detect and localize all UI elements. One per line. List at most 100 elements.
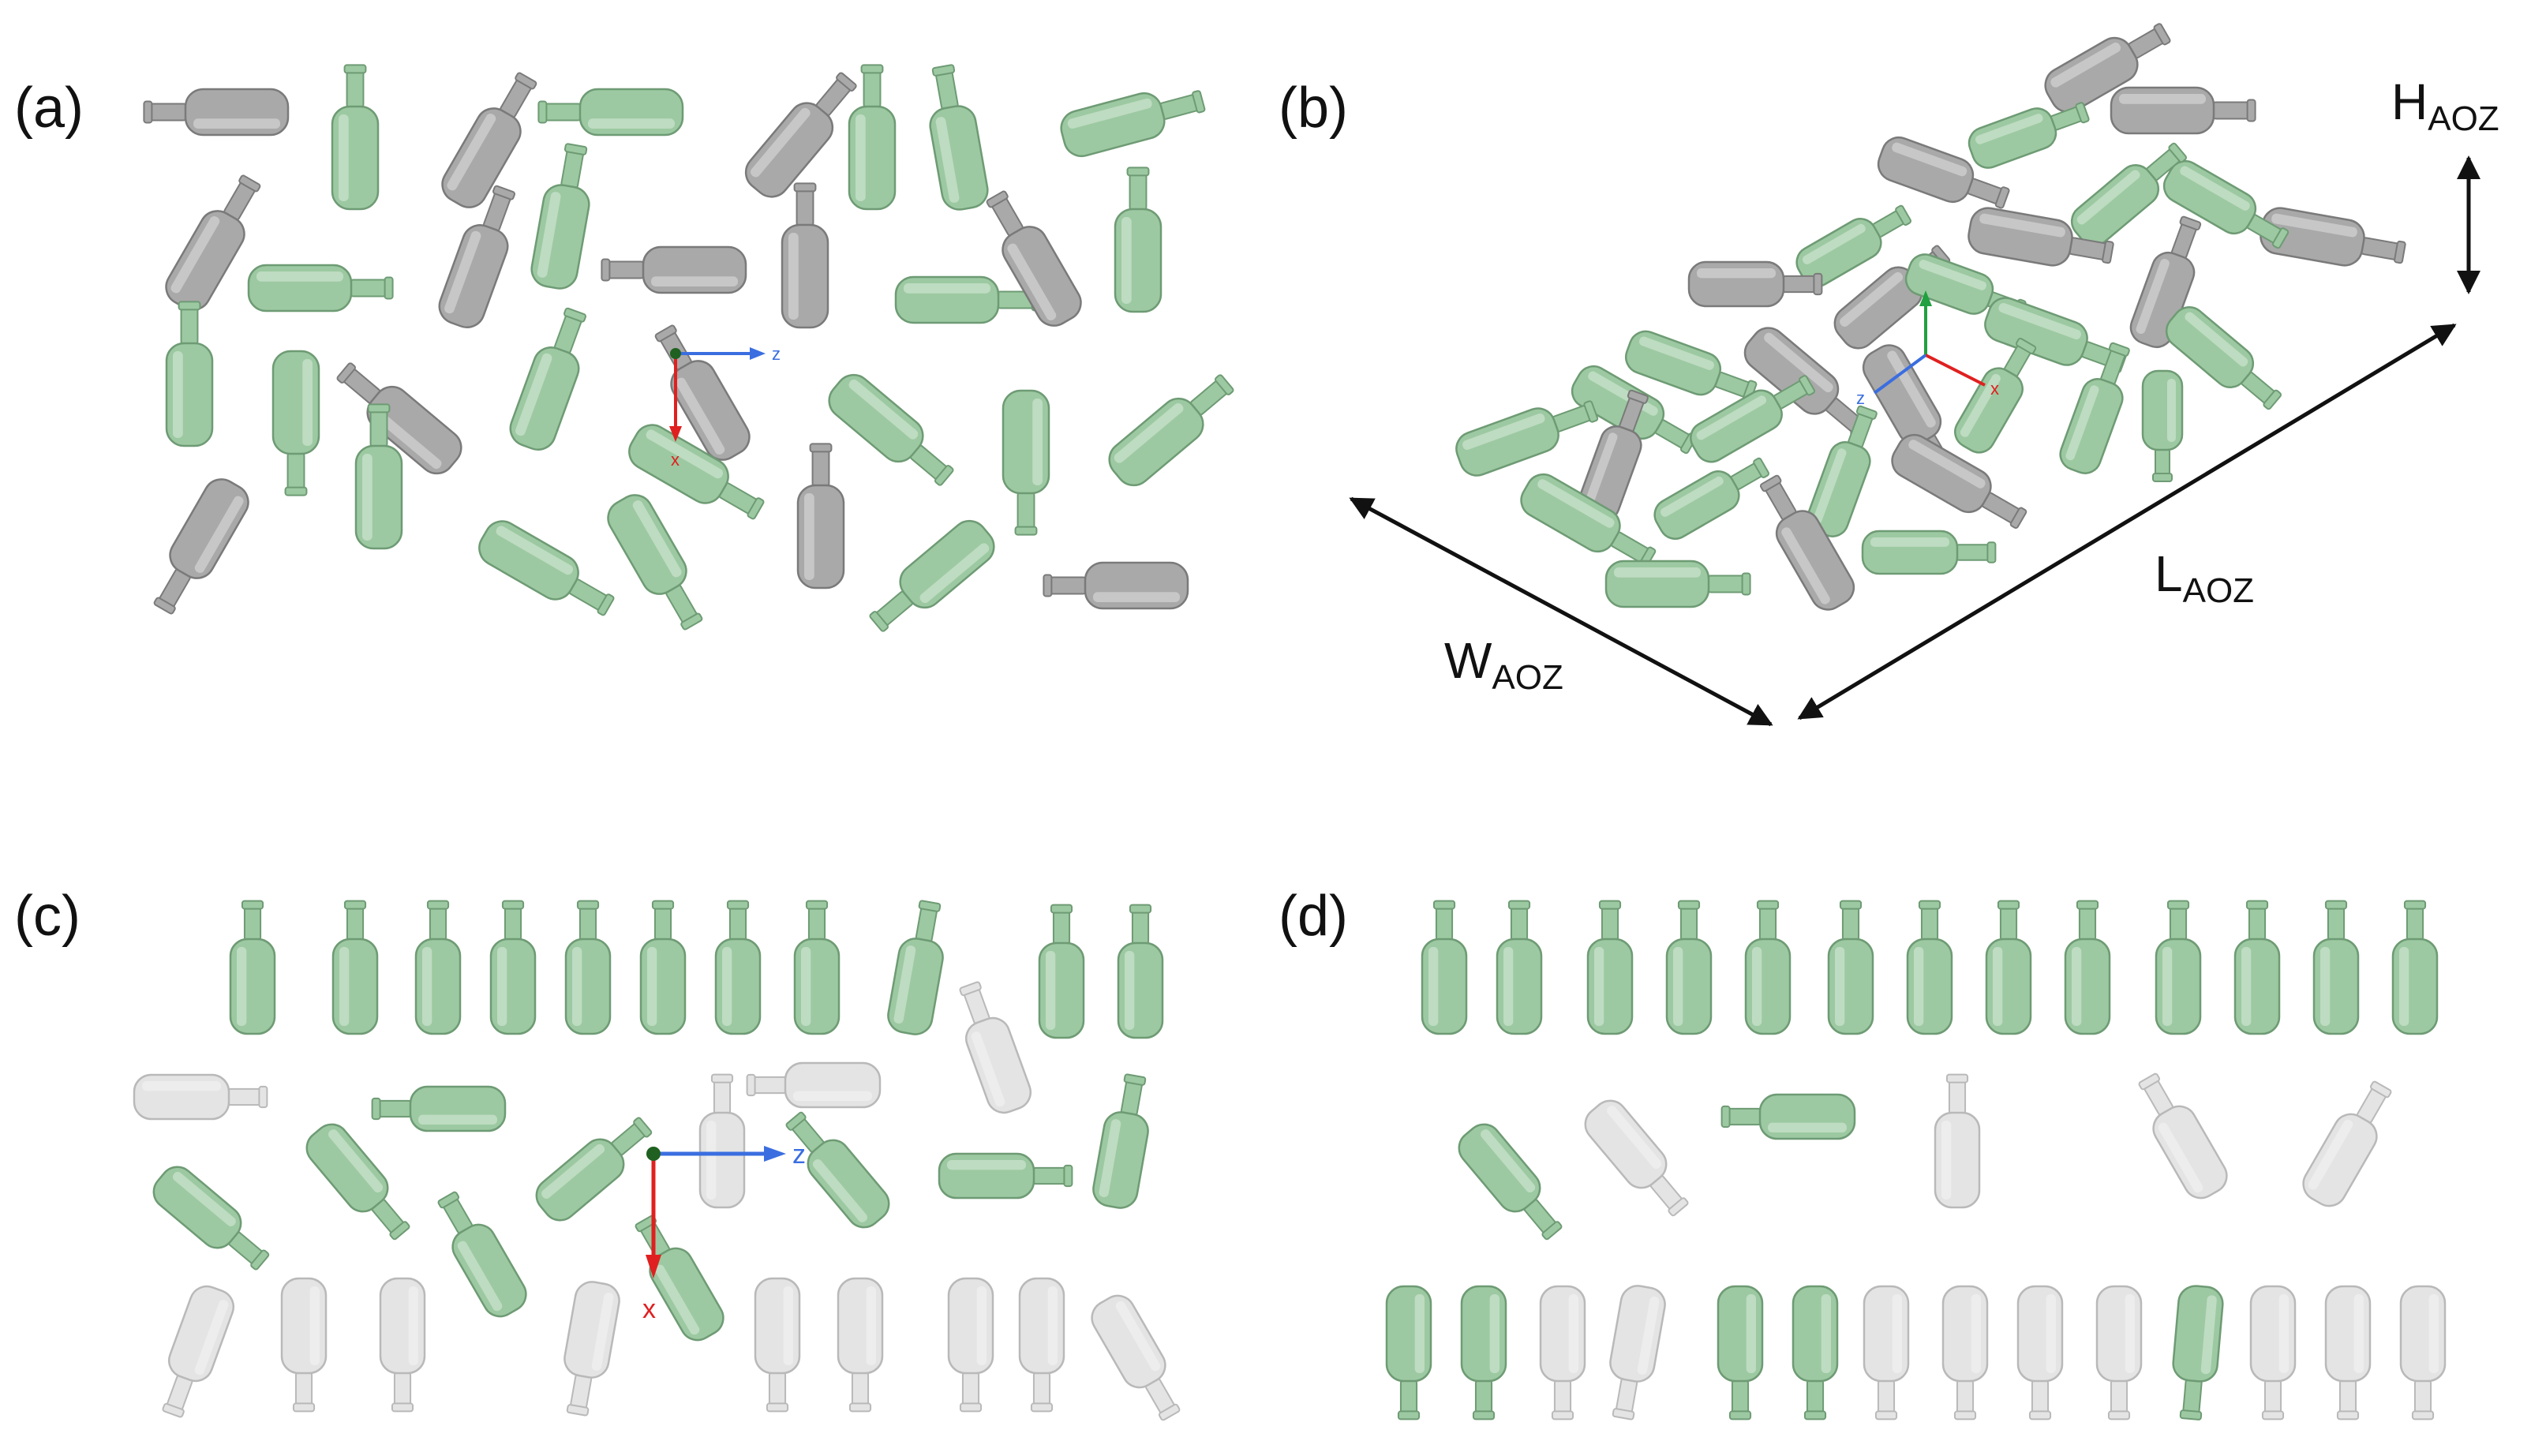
cylinder-part-icon [1665, 900, 1713, 1035]
cylinder-part-icon [2044, 23, 2171, 114]
cylinder-part-icon [331, 900, 379, 1035]
cylinder-part-icon [929, 64, 989, 211]
coordinate-axes-icon-a: x z [669, 344, 781, 470]
cylinder-part-icon [1795, 204, 1911, 287]
cylinder-part-icon [509, 307, 587, 451]
cylinder-part-icon [331, 64, 380, 211]
cylinder-part-icon [152, 1166, 270, 1271]
cylinder-part-icon [2141, 369, 2184, 482]
cylinder-part-icon [1906, 900, 1953, 1035]
cylinder-part-icon [986, 190, 1082, 327]
cylinder-part-icon [1891, 433, 2027, 530]
cylinder-part-icon [848, 64, 897, 211]
cylinder-part-icon [1092, 1073, 1149, 1209]
cylinder-part-icon [793, 900, 841, 1035]
cylinder-part-icon [1421, 900, 1468, 1035]
cylinder-part-icon [828, 373, 954, 486]
cylinder-part-icon [869, 519, 995, 632]
cylinder-part-icon [371, 1085, 507, 1132]
cylinder-part-icon [781, 182, 829, 329]
cylinder-part-icon [796, 443, 845, 590]
cylinder-part-icon [530, 143, 590, 290]
cylinder-part-icon [379, 1277, 426, 1413]
cylinder-part-icon [2249, 1285, 2297, 1420]
coordinate-axes-icon-c: x z [642, 1140, 806, 1324]
cylinder-part-icon [165, 174, 261, 311]
cylinder-part-icon [1385, 1285, 1432, 1420]
cylinder-part-icon [1496, 900, 1543, 1035]
cylinder-part-icon [1108, 374, 1234, 487]
cylinder-part-icon [2312, 900, 2360, 1035]
cylinder-part-icon [563, 1281, 620, 1417]
cylinder-part-icon [2016, 1285, 2064, 1420]
cylinder-part-icon [2233, 900, 2281, 1035]
cylinder-part-icon [1458, 1123, 1563, 1241]
axis-x-glyph-b: x [1990, 379, 1999, 399]
cylinder-part-icon [280, 1277, 328, 1413]
cylinder-part-icon [754, 1277, 801, 1413]
coordinate-axes-icon-b: x z [1856, 290, 1999, 408]
panel-d-parts [1385, 900, 2447, 1420]
cylinder-part-icon [2399, 1285, 2447, 1420]
cylinder-part-icon [1002, 389, 1050, 536]
height-dimension-label: HAOZ [2391, 73, 2499, 139]
cylinder-part-icon [1941, 1285, 1989, 1420]
cylinder-part-icon [336, 362, 462, 475]
cylinder-part-icon [247, 264, 394, 313]
cylinder-part-icon [1609, 1285, 1666, 1420]
cylinder-part-icon [1586, 900, 1634, 1035]
cylinder-part-icon [153, 478, 249, 615]
axis-z-glyph-a: z [772, 344, 781, 364]
cylinder-part-icon [165, 301, 214, 447]
cylinder-part-icon [229, 900, 276, 1035]
cylinder-part-icon [1060, 90, 1206, 158]
cylinder-part-icon [1934, 1073, 1981, 1209]
cylinder-part-icon [1043, 561, 1189, 610]
cylinder-part-icon [2391, 900, 2439, 1035]
cylinder-part-icon [2324, 1285, 2372, 1420]
cylinder-part-icon [1038, 904, 1085, 1039]
cylinder-part-icon [1584, 1099, 1689, 1217]
cylinder-part-icon [2302, 1080, 2392, 1207]
panel-a-parts [143, 64, 1234, 632]
axis-z-glyph-c: z [792, 1140, 806, 1170]
cylinder-part-icon [535, 1117, 653, 1222]
cylinder-part-icon [785, 1111, 890, 1229]
cylinder-part-icon [1827, 900, 1874, 1035]
cylinder-part-icon [1744, 900, 1792, 1035]
cylinder-part-icon [1455, 400, 1599, 477]
cylinder-part-icon [607, 494, 703, 631]
cylinder-part-icon [2064, 900, 2111, 1035]
cylinder-part-icon [947, 1277, 994, 1413]
height-dimension-sub: AOZ [2428, 99, 2499, 138]
cylinder-part-icon [746, 1061, 882, 1109]
cylinder-part-icon [894, 275, 1041, 324]
cylinder-part-icon [564, 900, 612, 1035]
cylinder-part-icon [2172, 1285, 2224, 1420]
cylinder-part-icon [438, 185, 516, 328]
cylinder-part-icon [133, 1073, 268, 1121]
panel-label-b: (b) [1279, 77, 1348, 140]
cylinder-part-icon [959, 981, 1032, 1114]
cylinder-part-icon [271, 350, 320, 496]
dimension-arrows [1349, 155, 2480, 727]
cylinder-part-icon [601, 245, 747, 294]
axis-x-glyph-c: x [642, 1294, 656, 1324]
cylinder-part-icon [938, 1152, 1073, 1200]
cylinder-part-icon [1690, 375, 1815, 463]
cylinder-part-icon [143, 88, 290, 137]
cylinder-part-icon [2155, 900, 2202, 1035]
cylinder-part-icon [1117, 904, 1164, 1039]
cylinder-part-icon [744, 72, 857, 198]
cylinder-part-icon [478, 520, 615, 616]
cylinder-part-icon [2110, 86, 2256, 135]
cylinder-part-icon [2070, 142, 2187, 247]
cylinder-part-icon [1717, 1285, 1764, 1420]
axis-z-glyph-b: z [1856, 388, 1865, 408]
width-dimension-arrow-icon [1349, 496, 1773, 727]
cylinder-part-icon [489, 900, 537, 1035]
cylinder-part-icon [1578, 389, 1649, 522]
cylinder-part-icon [354, 403, 403, 550]
cylinder-part-icon [1604, 560, 1751, 608]
